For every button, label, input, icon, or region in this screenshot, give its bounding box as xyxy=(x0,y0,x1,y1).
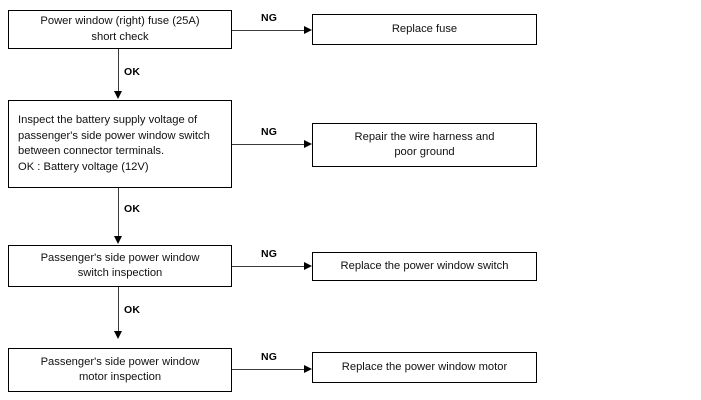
edge-label-ng-step4: NG xyxy=(261,351,278,363)
result-node-repair-wire-harness-label: Repair the wire harness and poor ground xyxy=(354,130,495,159)
edge-label-ok-step3: OK xyxy=(124,304,141,316)
connector-step4-to-result4 xyxy=(232,369,304,370)
process-node-switch-inspection[interactable]: Passenger's side power window switch ins… xyxy=(8,245,232,287)
edge-label-ng-step3: NG xyxy=(261,248,278,260)
result-node-replace-motor[interactable]: Replace the power window motor xyxy=(312,352,537,383)
connector-step1-to-result1 xyxy=(232,30,304,31)
result-node-replace-motor-label: Replace the power window motor xyxy=(341,360,508,373)
process-node-switch-inspection-label: Passenger's side power window switch ins… xyxy=(40,251,200,280)
arrowhead-step3-to-step4 xyxy=(114,331,122,339)
result-node-replace-switch-label: Replace the power window switch xyxy=(340,259,509,272)
edge-label-ok-step2: OK xyxy=(124,203,141,215)
edge-label-ok-step1: OK xyxy=(124,66,141,78)
connector-step2-to-step3 xyxy=(118,188,119,237)
process-node-fuse-short-check-label: Power window (right) fuse (25A) short ch… xyxy=(40,15,200,43)
arrowhead-step2-to-result2 xyxy=(304,139,312,148)
edge-label-ng-step2: NG xyxy=(261,126,278,138)
arrowhead-step2-to-step3 xyxy=(114,236,122,244)
arrowhead-step3-to-result3 xyxy=(304,261,312,270)
connector-step3-to-result3 xyxy=(232,266,304,267)
process-node-battery-supply-voltage[interactable]: Inspect the battery supply voltage of pa… xyxy=(8,100,232,188)
arrowhead-step1-to-step2 xyxy=(114,91,122,99)
edge-label-ng-step1: NG xyxy=(261,12,278,24)
result-node-repair-wire-harness[interactable]: Repair the wire harness and poor ground xyxy=(312,123,537,167)
process-node-motor-inspection[interactable]: Passenger's side power window motor insp… xyxy=(8,348,232,392)
arrowhead-step4-to-result4 xyxy=(304,364,312,373)
result-node-replace-fuse[interactable]: Replace fuse xyxy=(312,14,537,45)
process-node-battery-supply-voltage-label: Inspect the battery supply voltage of pa… xyxy=(18,114,210,173)
connector-step3-to-step4 xyxy=(118,287,119,332)
process-node-fuse-short-check[interactable]: Power window (right) fuse (25A) short ch… xyxy=(8,10,232,49)
result-node-replace-switch[interactable]: Replace the power window switch xyxy=(312,252,537,281)
connector-step2-to-result2 xyxy=(232,144,304,145)
process-node-motor-inspection-label: Passenger's side power window motor insp… xyxy=(40,355,200,384)
result-node-replace-fuse-label: Replace fuse xyxy=(391,22,458,35)
arrowhead-step1-to-result1 xyxy=(304,25,312,34)
connector-step1-to-step2 xyxy=(118,49,119,92)
